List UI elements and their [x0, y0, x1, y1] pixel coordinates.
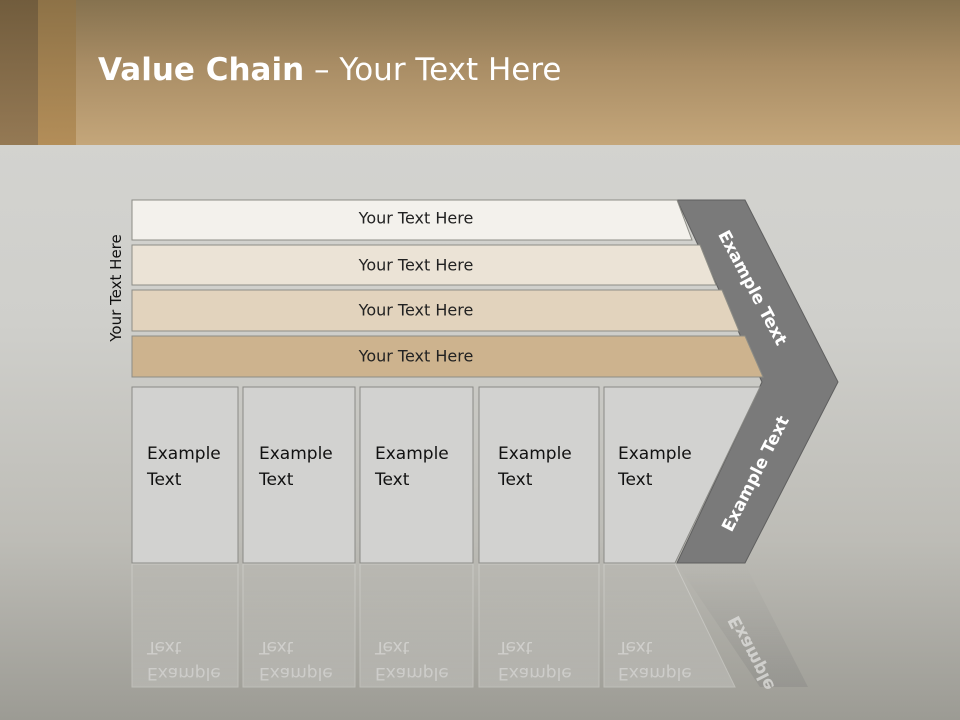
svg-text:Text: Text — [374, 637, 410, 657]
svg-text:Example: Example — [618, 663, 692, 683]
bar-3-label: Your Text Here — [358, 301, 474, 320]
svg-text:Text: Text — [497, 637, 533, 657]
bar-2-label: Your Text Here — [358, 256, 474, 275]
bar-2 — [131, 244, 717, 286]
chevron-arrow — [676, 199, 839, 564]
box-2-line1: Example — [259, 444, 333, 464]
svg-text:Text: Text — [617, 637, 653, 657]
header-band — [0, 0, 960, 145]
svg-text:Example: Example — [375, 663, 449, 683]
reflection: Example Text Example Text Example Text E… — [131, 563, 808, 694]
box-5 — [603, 386, 761, 564]
box-3-line2: Text — [374, 470, 410, 490]
box-2 — [242, 386, 356, 564]
box-1 — [131, 386, 239, 564]
bar-3 — [131, 289, 740, 332]
svg-text:Text: Text — [146, 637, 182, 657]
box-4-line2: Text — [497, 470, 533, 490]
svg-text:Text: Text — [258, 637, 294, 657]
bar-1 — [131, 199, 693, 241]
box-2-line2: Text — [258, 470, 294, 490]
box-1-line2: Text — [146, 470, 182, 490]
svg-text:Example: Example — [259, 663, 333, 683]
svg-text:Example: Example — [147, 663, 221, 683]
bar-4 — [131, 335, 764, 378]
bar-4-label: Your Text Here — [358, 347, 474, 366]
box-1-line1: Example — [147, 444, 221, 464]
bar-1-label: Your Text Here — [358, 209, 474, 228]
box-5-line1: Example — [618, 444, 692, 464]
box-5-line2: Text — [617, 470, 653, 490]
title-bold: Value Chain — [98, 52, 305, 88]
slide-title: Value Chain – Your Text Here — [98, 52, 561, 88]
header-accent-stripe — [38, 0, 76, 145]
header-accent-stripe — [0, 0, 38, 145]
box-4-line1: Example — [498, 444, 572, 464]
box-3 — [359, 386, 474, 564]
title-rest: – Your Text Here — [304, 52, 562, 88]
box-3-line1: Example — [375, 444, 449, 464]
box-4 — [478, 386, 600, 564]
svg-text:Example: Example — [498, 663, 572, 683]
